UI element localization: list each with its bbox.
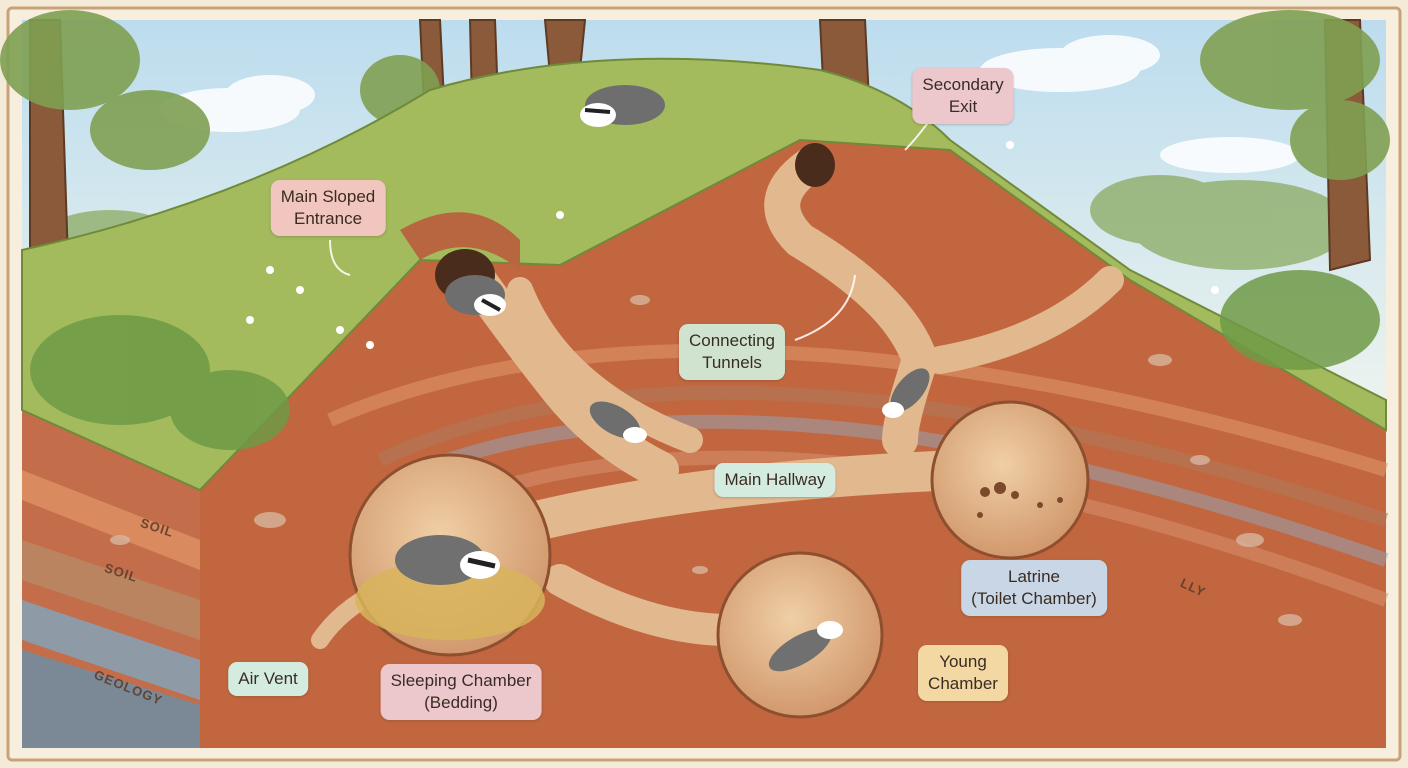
label-secondary-exit: Secondary Exit — [912, 68, 1013, 124]
latrine-chamber — [932, 402, 1088, 558]
label-main-hallway: Main Hallway — [714, 463, 835, 497]
label-sleeping-chamber: Sleeping Chamber (Bedding) — [381, 664, 542, 720]
secondary-exit-hole — [795, 143, 835, 187]
label-main-sloped-entrance: Main Sloped Entrance — [271, 180, 386, 236]
label-connecting-tunnels: Connecting Tunnels — [679, 324, 785, 380]
label-young-chamber: Young Chamber — [918, 645, 1008, 701]
label-latrine: Latrine (Toilet Chamber) — [961, 560, 1107, 616]
label-air-vent: Air Vent — [228, 662, 308, 696]
